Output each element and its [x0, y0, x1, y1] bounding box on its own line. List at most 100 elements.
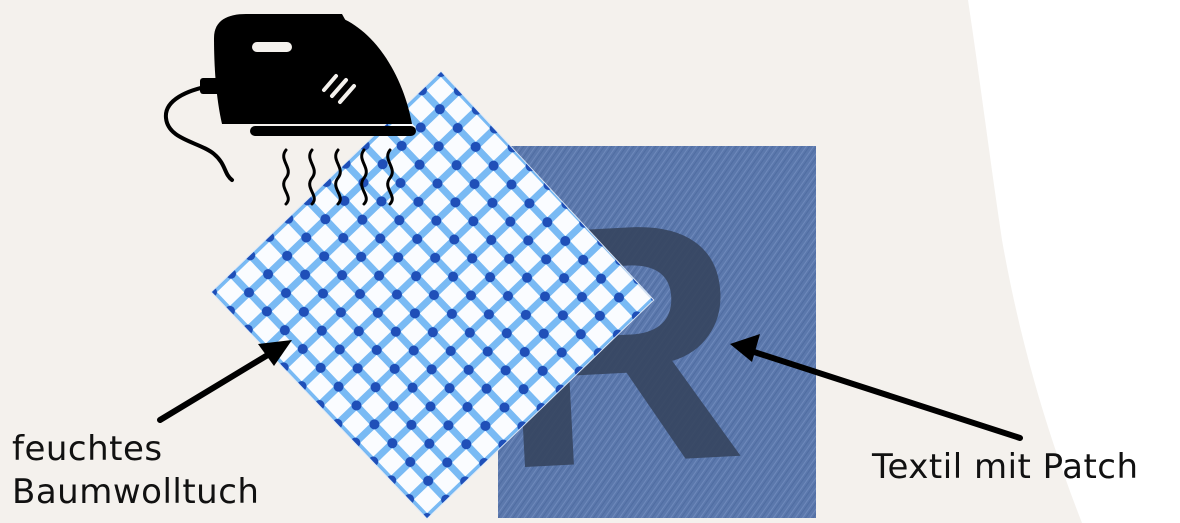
- cloth-check-intersection: [501, 365, 511, 375]
- cloth-check-intersection: [262, 306, 272, 316]
- cloth-check-intersection: [376, 196, 386, 206]
- cloth-check-intersection: [521, 310, 531, 320]
- cloth-check-intersection: [415, 160, 425, 170]
- cloth-check-intersection: [424, 439, 434, 449]
- cloth-check-intersection: [595, 311, 605, 321]
- cloth-check-intersection: [464, 365, 474, 375]
- cloth-check-intersection: [484, 309, 494, 319]
- cloth-check-intersection: [298, 344, 308, 354]
- cloth-check-intersection: [463, 402, 473, 412]
- cloth-check-intersection: [539, 329, 549, 339]
- cloth-check-intersection: [483, 347, 493, 357]
- cloth-check-intersection: [520, 347, 530, 357]
- cloth-check-intersection: [486, 235, 496, 245]
- cloth-check-intersection: [392, 290, 402, 300]
- cloth-check-intersection: [431, 216, 441, 226]
- cloth-check-intersection: [596, 274, 606, 284]
- cloth-check-intersection: [540, 292, 550, 302]
- cloth-check-intersection: [500, 403, 510, 413]
- cloth-check-intersection: [263, 269, 273, 279]
- cloth-check-intersection: [355, 289, 365, 299]
- cloth-check-intersection: [452, 160, 462, 170]
- cloth-check-intersection: [354, 326, 364, 336]
- cloth-check-intersection: [352, 401, 362, 411]
- cloth-check-intersection: [280, 325, 290, 335]
- cloth-check-intersection: [317, 326, 327, 336]
- cloth-check-intersection: [450, 197, 460, 207]
- cloth-check-intersection: [453, 123, 463, 133]
- cloth-check-intersection: [578, 255, 588, 265]
- arrow-cloth: [160, 340, 292, 420]
- cloth-check-intersection: [369, 419, 379, 429]
- cloth-check-intersection: [300, 270, 310, 280]
- cloth-check-intersection: [390, 364, 400, 374]
- white-background-area: [968, 0, 1180, 523]
- cloth-check-intersection: [371, 382, 381, 392]
- cloth-check-intersection: [471, 142, 481, 152]
- cloth-check-intersection: [507, 180, 517, 190]
- cloth-check-intersection: [411, 271, 421, 281]
- cloth-check-intersection: [373, 308, 383, 318]
- cloth-check-intersection: [505, 217, 515, 227]
- cloth-check-intersection: [372, 345, 382, 355]
- cloth-check-intersection: [299, 307, 309, 317]
- cloth-check-intersection: [356, 252, 366, 262]
- label-textile-with-patch: Textil mit Patch: [872, 446, 1139, 489]
- cloth-check-intersection: [410, 308, 420, 318]
- cloth-check-intersection: [502, 328, 512, 338]
- cloth-check-intersection: [318, 289, 328, 299]
- cloth-check-intersection: [338, 233, 348, 243]
- cloth-check-intersection: [489, 161, 499, 171]
- cloth-check-intersection: [576, 329, 586, 339]
- cloth-check-intersection: [557, 348, 567, 358]
- cloth-check-intersection: [374, 271, 384, 281]
- cloth-check-intersection: [519, 384, 529, 394]
- cloth-check-intersection: [423, 476, 433, 486]
- cloth-check-intersection: [408, 383, 418, 393]
- label-damp-cotton-cloth: feuchtes Baumwolltuch: [12, 428, 332, 513]
- cloth-check-intersection: [405, 457, 415, 467]
- cloth-check-intersection: [560, 236, 570, 246]
- cloth-check-intersection: [375, 234, 385, 244]
- cloth-check-intersection: [397, 141, 407, 151]
- cloth-check-intersection: [467, 253, 477, 263]
- label-cloth-line2: Baumwolltuch: [12, 471, 332, 514]
- cloth-check-intersection: [337, 270, 347, 280]
- cloth-check-intersection: [394, 215, 404, 225]
- cloth-check-intersection: [281, 288, 291, 298]
- cloth-check-intersection: [244, 288, 254, 298]
- cloth-check-intersection: [449, 235, 459, 245]
- cloth-check-intersection: [503, 291, 513, 301]
- cloth-check-intersection: [468, 216, 478, 226]
- cloth-check-intersection: [319, 251, 329, 261]
- cloth-check-intersection: [353, 363, 363, 373]
- cloth-check-intersection: [448, 272, 458, 282]
- cloth-check-intersection: [336, 307, 346, 317]
- cloth-check-intersection: [447, 309, 457, 319]
- cloth-check-intersection: [387, 438, 397, 448]
- cloth-check-intersection: [430, 253, 440, 263]
- cloth-check-intersection: [522, 273, 532, 283]
- cloth-check-intersection: [378, 159, 388, 169]
- cloth-check-intersection: [409, 346, 419, 356]
- cloth-check-intersection: [335, 345, 345, 355]
- cloth-check-intersection: [504, 254, 514, 264]
- cloth-check-intersection: [485, 272, 495, 282]
- cloth-check-intersection: [577, 292, 587, 302]
- cloth-check-intersection: [461, 439, 471, 449]
- cloth-check-intersection: [413, 197, 423, 207]
- cloth-check-intersection: [334, 382, 344, 392]
- cloth-check-intersection: [542, 217, 552, 227]
- cloth-check-intersection: [434, 141, 444, 151]
- cloth-check-intersection: [558, 310, 568, 320]
- cloth-check-intersection: [429, 290, 439, 300]
- cloth-check-intersection: [446, 346, 456, 356]
- cloth-check-intersection: [538, 366, 548, 376]
- cloth-check-intersection: [523, 236, 533, 246]
- label-cloth-line1: feuchtes: [12, 428, 332, 471]
- cloth-check-intersection: [406, 420, 416, 430]
- cloth-check-intersection: [396, 178, 406, 188]
- cloth-check-intersection: [524, 198, 534, 208]
- cloth-check-intersection: [470, 179, 480, 189]
- cloth-check-intersection: [465, 328, 475, 338]
